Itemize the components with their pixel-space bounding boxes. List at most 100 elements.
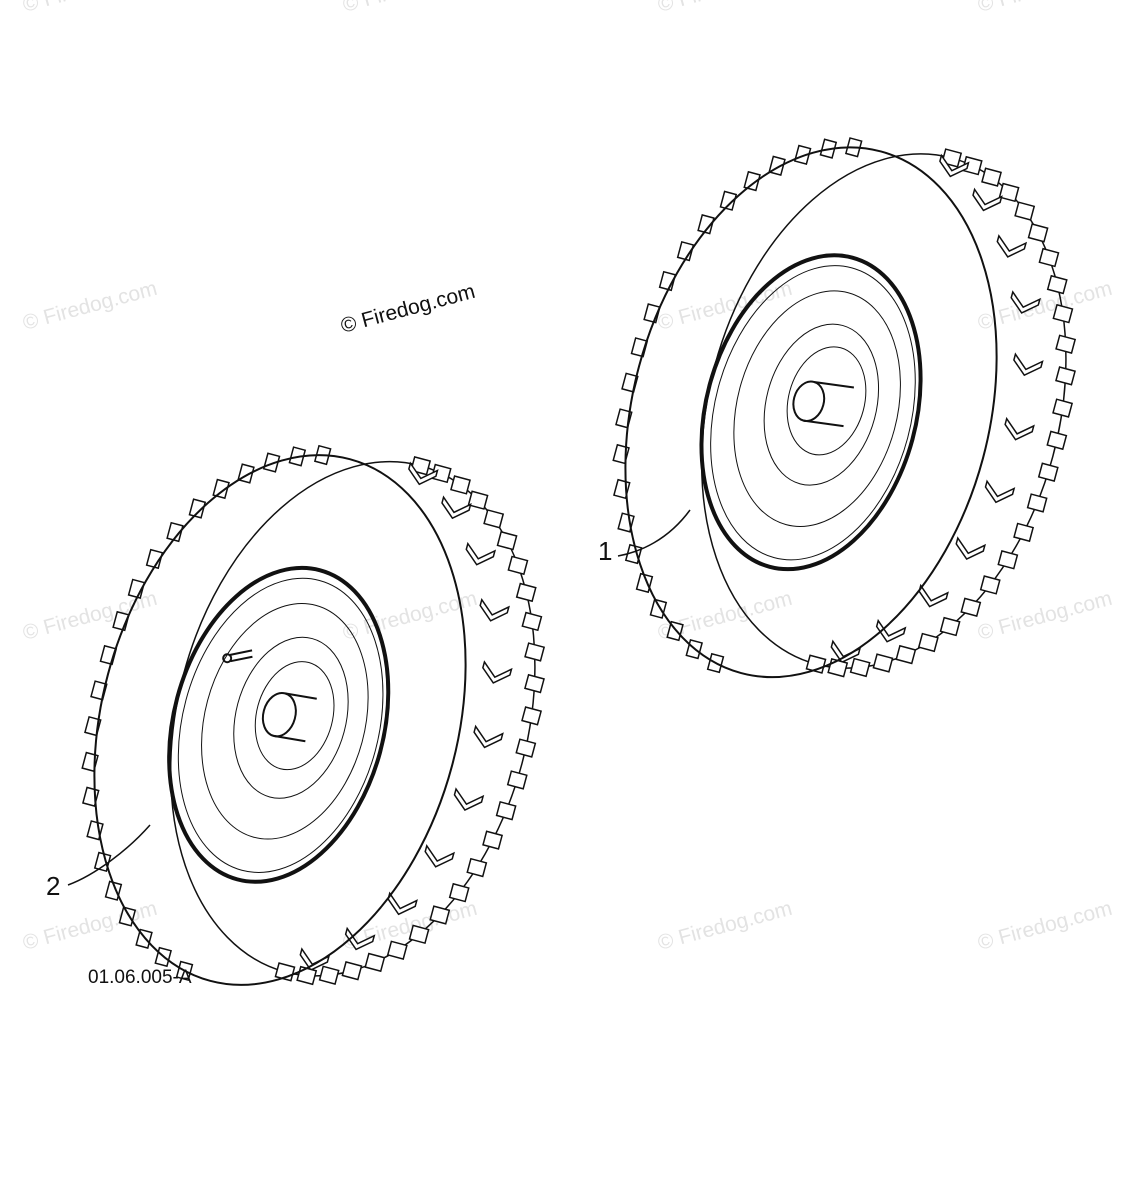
tread-lug [917, 632, 939, 653]
tread-lug [1037, 462, 1059, 482]
tread-lug [997, 550, 1019, 570]
tread-lug [429, 905, 451, 925]
wheel-rim-outer [167, 565, 391, 884]
tread-lug [507, 555, 529, 576]
wheel-rim-inner [177, 577, 384, 873]
tread-chevron [441, 495, 472, 520]
watermark-text: © Firedog.com [655, 277, 794, 335]
wheel-center [254, 661, 335, 771]
tread-lug [872, 653, 894, 673]
tread-lug [521, 611, 543, 632]
tread-chevron [482, 660, 513, 684]
sidewall-lug [135, 928, 153, 949]
tread-lug [386, 940, 408, 960]
watermark-layer: © Firedog.com © Firedog.com © Firedog.co… [20, 0, 1114, 955]
tread-lug [1046, 430, 1068, 451]
tire-wheel-assembly-with-valve-icon[interactable] [27, 392, 599, 1051]
tread-lug [496, 530, 518, 551]
tread-lug [524, 642, 546, 662]
tread-chevron [972, 187, 1003, 212]
tread-lug [979, 575, 1001, 595]
tread-lug [1026, 493, 1048, 513]
sidewall-lug [676, 240, 695, 262]
tire-sidewall [93, 454, 467, 986]
tread-lug [524, 673, 545, 694]
tread-lug [521, 706, 542, 726]
tread-lug [318, 965, 340, 985]
wheel-rim-inner [710, 265, 916, 561]
watermark-text: © Firedog.com [20, 277, 159, 335]
tread-chevron [1013, 352, 1044, 377]
tread-chevron [424, 844, 455, 868]
tread-lug [998, 182, 1020, 203]
copyright-group: © Firedog.com [338, 280, 477, 338]
callout-number-1[interactable]: 1 [598, 536, 612, 566]
tire-back-edge [169, 460, 536, 977]
sidewall-lug [262, 452, 281, 473]
wheel-hub-ring [763, 323, 880, 486]
sidewall-lug [666, 620, 684, 642]
tire-wheel-assembly-icon[interactable] [558, 84, 1130, 743]
valve-cap [222, 653, 233, 664]
tread-lug [1038, 247, 1060, 268]
sidewall-lug [658, 270, 677, 292]
tread-lug [430, 463, 452, 484]
tread-chevron [473, 724, 504, 749]
watermark-text: © Firedog.com [340, 0, 479, 17]
tread-lug [981, 167, 1002, 187]
tread-lug [849, 657, 871, 678]
tread-lug [895, 644, 917, 665]
tread-lug [515, 738, 537, 758]
tread-chevron [996, 234, 1028, 258]
tread-lug [450, 475, 471, 495]
tread-chevron [875, 618, 907, 643]
tread-chevron [955, 536, 986, 561]
watermark-text: © Firedog.com [655, 0, 794, 17]
copyright-text: © Firedog.com [338, 280, 477, 338]
watermark-text: © Firedog.com [20, 0, 159, 17]
tread-lug [939, 616, 961, 637]
sidewall-lug [212, 478, 230, 500]
tread-chevron [984, 479, 1016, 504]
valve-stem [229, 649, 253, 663]
tread-lug [506, 770, 528, 790]
tread-lug [364, 952, 386, 973]
wheel-center [786, 346, 867, 456]
watermark-text: © Firedog.com [975, 897, 1114, 955]
wheel-disc [201, 603, 369, 840]
tread-lug [1027, 223, 1049, 243]
tread-lug [1052, 398, 1074, 418]
callout-leader-1 [617, 509, 691, 557]
watermark-text: © Firedog.com [975, 0, 1114, 17]
tread-lug [1046, 274, 1068, 295]
hub-shaft-end [261, 692, 297, 738]
tread-chevron [453, 787, 485, 811]
callout-number-2[interactable]: 2 [46, 871, 60, 901]
tread-chevron [479, 597, 510, 622]
figure-code: 01.06.005-A [88, 967, 192, 988]
tread-lug [482, 830, 504, 850]
hub-shaft [803, 380, 855, 428]
tread-lugs [81, 444, 546, 986]
tread-lug [1052, 303, 1074, 324]
tread-lug [960, 597, 982, 617]
tread-lug [1055, 334, 1077, 354]
sidewall-lug [743, 170, 761, 192]
tread-lug [466, 857, 488, 878]
tire-sidewall [624, 146, 998, 679]
sidewall-lug [127, 578, 146, 599]
hub-shaft-end [792, 380, 826, 422]
tread-lugs [612, 137, 1077, 678]
watermark-text: © Firedog.com [655, 897, 794, 955]
tread-chevron [1010, 290, 1041, 314]
tread-lug [483, 509, 505, 529]
tread-lug [1014, 201, 1036, 221]
tread-chevron [344, 926, 376, 951]
tread-lug [448, 882, 470, 903]
tread-lug [961, 155, 983, 176]
callout-leader-2 [67, 824, 151, 886]
tread-lug [1055, 366, 1076, 386]
wheel-rim-outer [699, 253, 923, 572]
